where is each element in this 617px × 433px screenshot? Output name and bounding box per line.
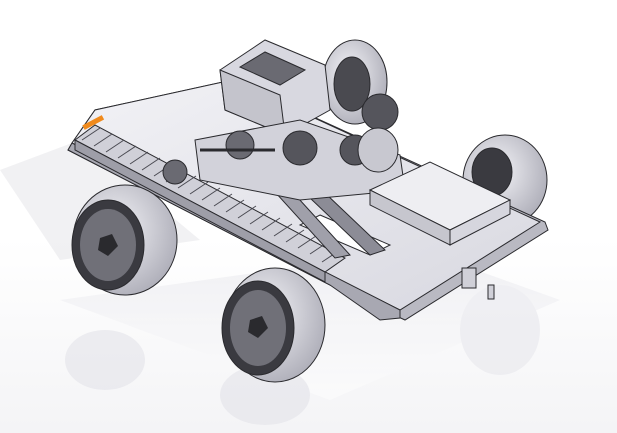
hopper-box <box>219 39 331 136</box>
wheel-front-left <box>71 184 178 296</box>
wheel-front-right <box>221 267 326 383</box>
accent-marker <box>82 115 105 130</box>
battery-box <box>368 161 512 246</box>
gear-rack <box>74 115 346 283</box>
switch <box>461 267 477 289</box>
gearbox <box>162 93 406 201</box>
